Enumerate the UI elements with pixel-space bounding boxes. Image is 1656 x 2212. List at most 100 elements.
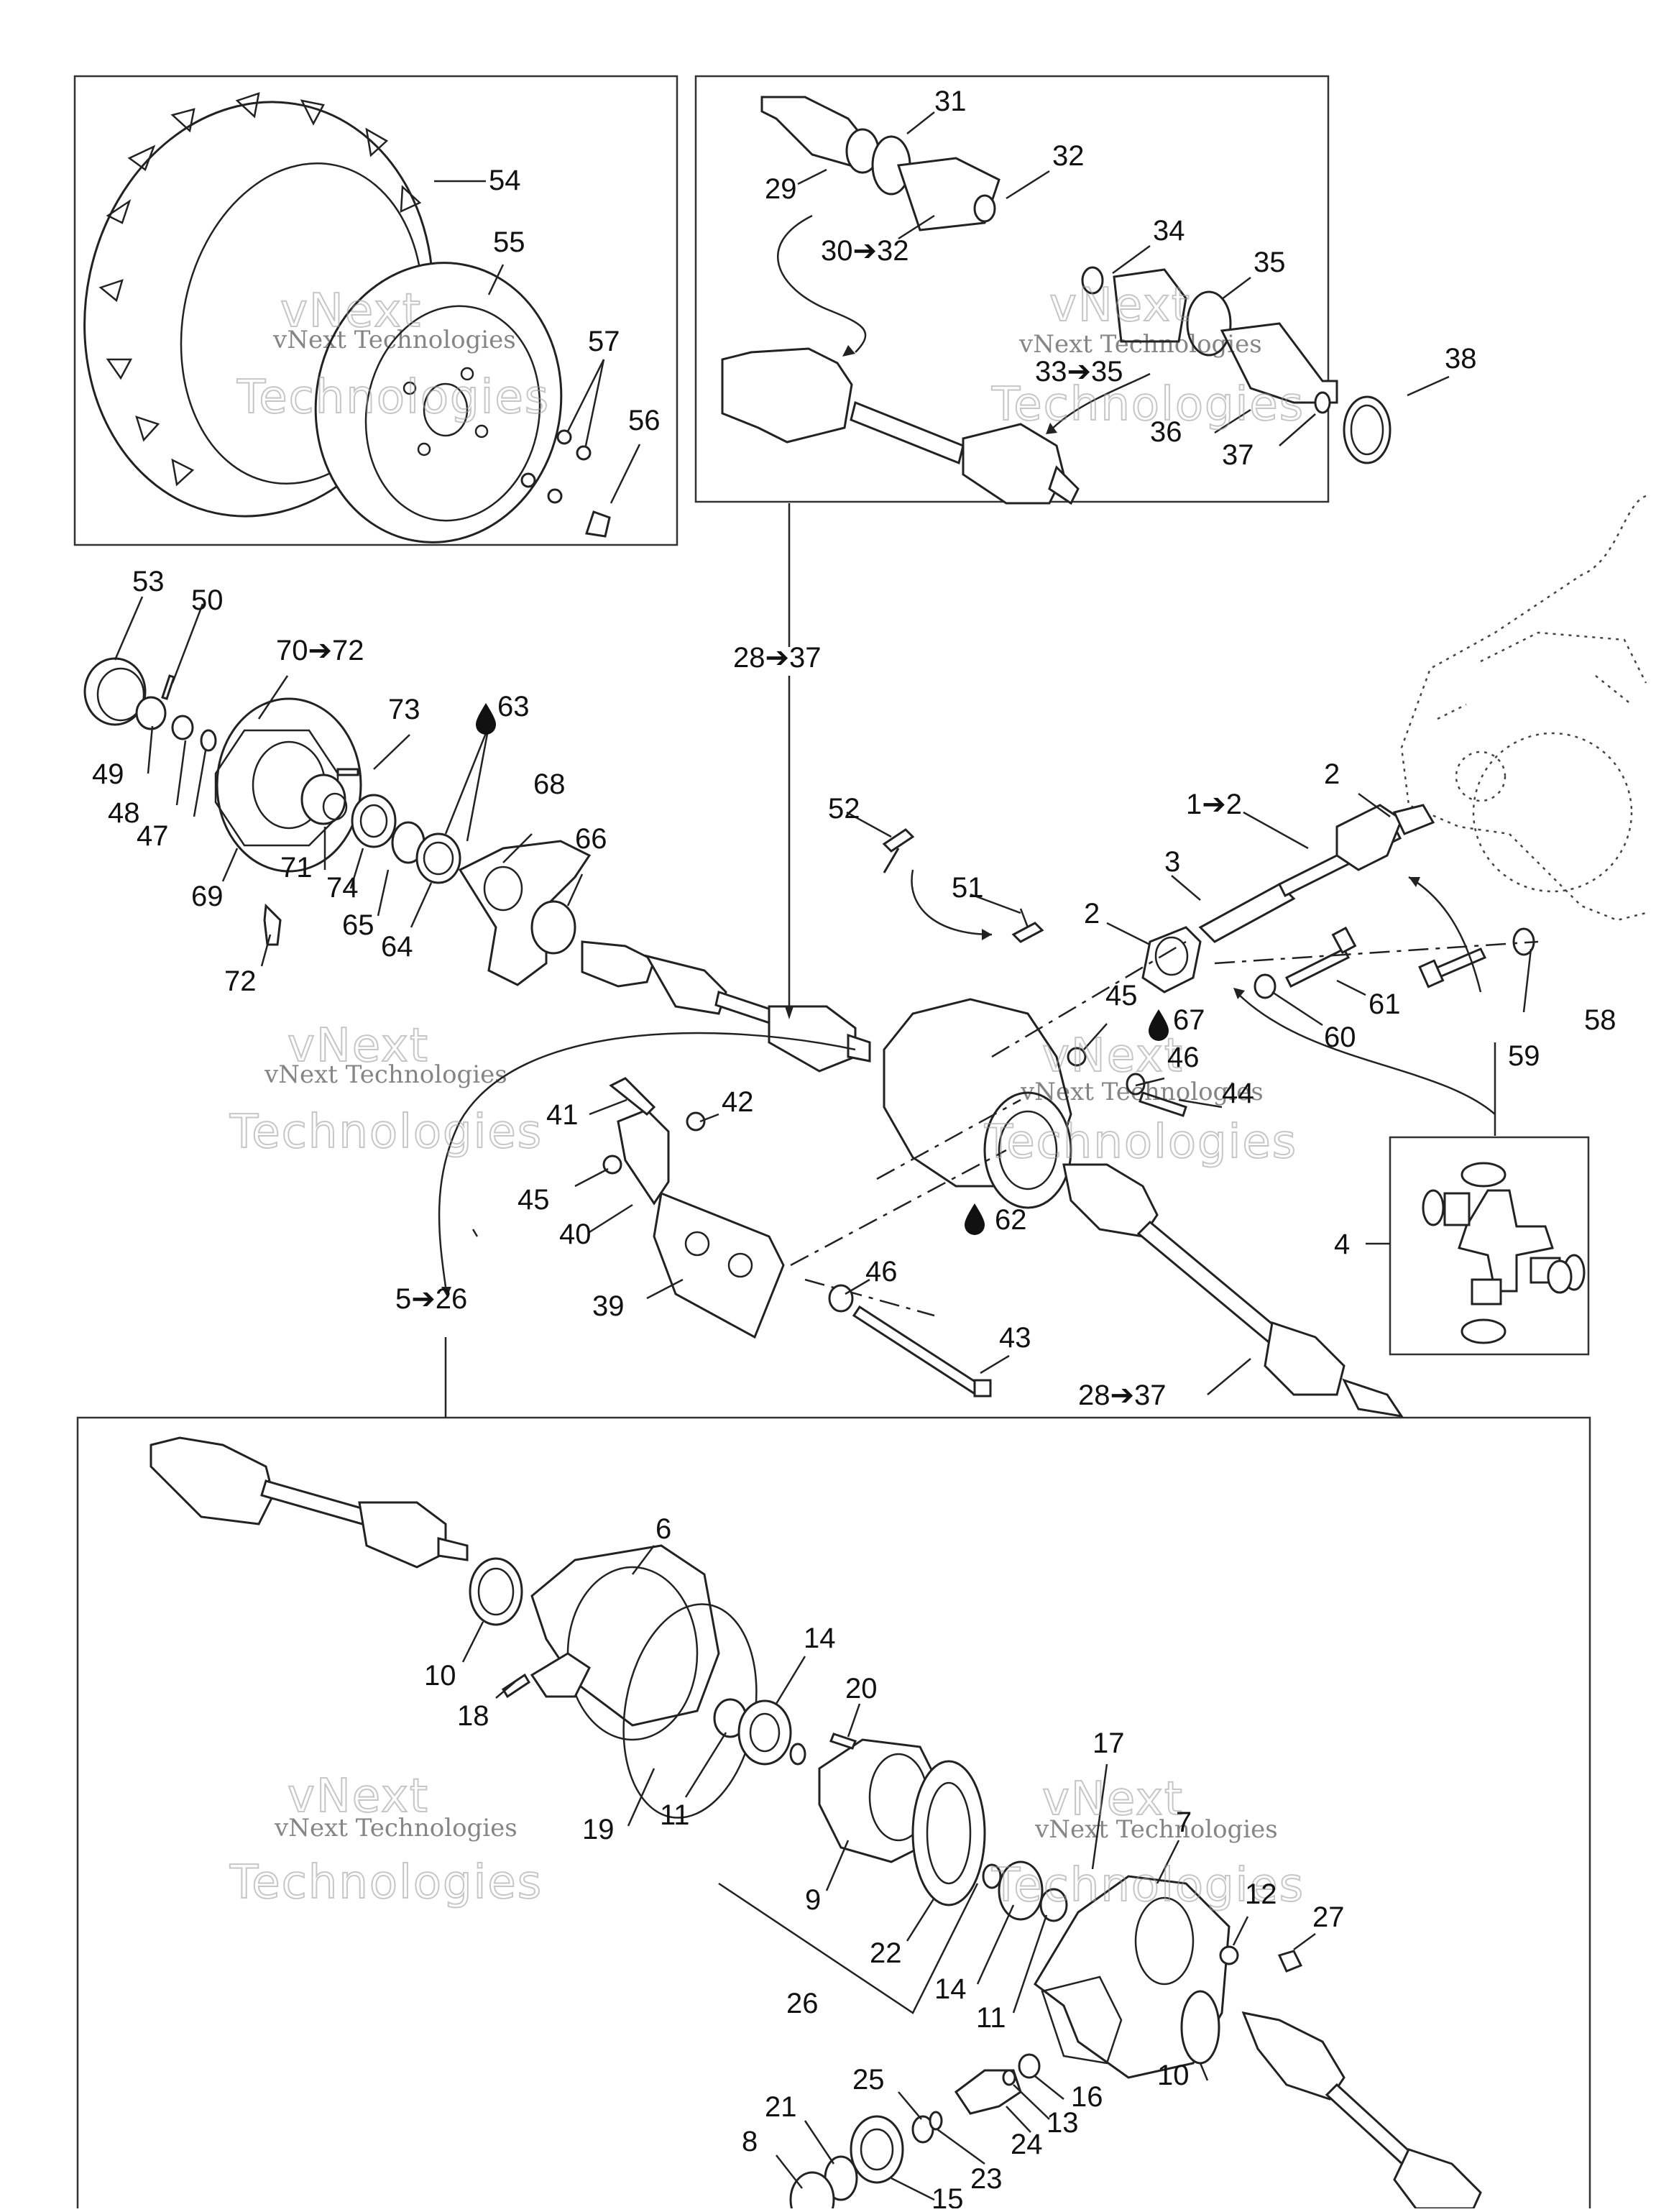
watermark-line3-e: Technologies: [229, 1856, 543, 1909]
callout-labels: 54 55 57 56 31 29 32 30➔32 34 35 33➔35 3…: [92, 86, 1616, 2212]
callout-49: 49: [92, 758, 124, 790]
cv-joint-outer: [760, 96, 880, 174]
callout-26: 26: [786, 1988, 819, 2019]
nut-16: [1018, 2053, 1041, 2079]
axle-shaft-bottom: [150, 1436, 469, 1569]
callout-6: 6: [656, 1513, 671, 1545]
callout-15: 15: [932, 2183, 964, 2208]
callout-72: 72: [224, 965, 257, 997]
axle-shaft-right: [1062, 1163, 1404, 1418]
callout-45-top: 45: [1105, 980, 1138, 1011]
washer-46-bottom: [828, 1284, 854, 1313]
callout-66: 66: [575, 823, 607, 855]
oil-seal-38: [1343, 395, 1392, 464]
shim: [789, 1743, 806, 1766]
callout-30-32: 30➔32: [821, 235, 909, 267]
watermark-line2-e: vNext: [288, 1770, 429, 1823]
watermark-line1-f: vNext Technologies: [1034, 1815, 1278, 1844]
callout-47: 47: [137, 820, 169, 852]
cv-joint-inner: [1220, 322, 1338, 404]
callout-13: 13: [1046, 2107, 1079, 2139]
callout-31: 31: [934, 86, 967, 117]
watermark-line2-b: vNext: [1049, 279, 1191, 332]
oil-drop-icon: [1149, 1009, 1169, 1041]
watermark-line3-b: Technologies: [991, 378, 1305, 431]
callout-34: 34: [1153, 215, 1185, 247]
cv-clamp-35: [1186, 290, 1232, 357]
callout-27: 27: [1312, 1901, 1345, 1933]
bolt-41: [609, 1077, 656, 1116]
bearing-15: [850, 2115, 904, 2184]
callout-44: 44: [1222, 1078, 1254, 1109]
callout-42: 42: [722, 1086, 754, 1118]
axle-shaft-left: [581, 940, 871, 1073]
screw-20: [829, 1733, 857, 1750]
callout-24: 24: [1011, 2129, 1043, 2160]
watermark-line3: Technologies: [236, 371, 550, 424]
watermark-line3-f: Technologies: [991, 1859, 1305, 1912]
callout-2-mid: 2: [1084, 898, 1100, 930]
long-bolt-43: [852, 1305, 992, 1398]
callout-36: 36: [1150, 416, 1182, 448]
bearing-14-left: [737, 1699, 792, 1766]
hose-clamp-52: [882, 828, 915, 873]
callout-9: 9: [805, 1884, 821, 1916]
watermark-line1-c: vNext Technologies: [264, 1060, 507, 1089]
callout-18: 18: [457, 1700, 489, 1732]
washer-13: [1002, 2069, 1016, 2086]
callout-54: 54: [489, 165, 521, 196]
callout-28-37-bottom: 28➔37: [1078, 1380, 1167, 1411]
callout-10-left: 10: [424, 1660, 456, 1692]
callout-59: 59: [1508, 1040, 1540, 1072]
watermark-line1: vNext Technologies: [272, 326, 516, 354]
cv-clamp-34: [1081, 266, 1104, 295]
callout-2-top: 2: [1324, 758, 1340, 790]
watermark-line3-d: Technologies: [984, 1116, 1297, 1169]
cv-boot-inner: [1113, 268, 1187, 343]
callout-67: 67: [1173, 1004, 1205, 1036]
oil-seal-10-right: [1180, 1990, 1220, 2065]
oil-drop-icon: [476, 703, 496, 735]
callout-35: 35: [1254, 247, 1286, 278]
bolt-12: [1219, 1945, 1239, 1965]
screw-18: [501, 1673, 531, 1699]
callout-62: 62: [995, 1204, 1027, 1236]
callout-12: 12: [1245, 1878, 1277, 1910]
callout-53: 53: [132, 566, 165, 597]
vent-plug-27: [1277, 1950, 1303, 1973]
wheel-hub: [300, 774, 348, 825]
callout-8: 8: [742, 2126, 758, 2157]
callout-57: 57: [588, 326, 620, 357]
nut-45-top: [1067, 1047, 1087, 1067]
shim-23: [929, 2111, 943, 2131]
bearing-11-right: [1039, 1888, 1068, 1922]
watermark-line2-f: vNext: [1042, 1773, 1184, 1826]
callout-4: 4: [1334, 1229, 1350, 1260]
callout-17: 17: [1092, 1727, 1125, 1759]
callout-69: 69: [191, 881, 224, 912]
wheel-nuts: [520, 429, 592, 504]
mount-plate-39: [653, 1191, 785, 1339]
axle-shaft-bottom-right: [1241, 2011, 1482, 2210]
watermark-line3-c: Technologies: [229, 1106, 543, 1159]
callout-73: 73: [388, 694, 420, 725]
watermark-line2: vNext: [280, 285, 422, 338]
callout-25: 25: [852, 2064, 885, 2096]
washer-60: [1254, 973, 1276, 999]
ring-gear-22: [911, 1760, 986, 1906]
differential-frame: [76, 1416, 1591, 2208]
needle-bearing-caps: [1422, 1162, 1586, 1344]
callout-64: 64: [381, 931, 413, 963]
callout-61: 61: [1368, 988, 1401, 1020]
wheel-stud: [585, 510, 611, 538]
callout-39: 39: [592, 1290, 625, 1322]
callout-52: 52: [828, 793, 860, 825]
cotter-pin: [161, 674, 175, 700]
rim: [314, 262, 563, 543]
bearing-74: [351, 794, 397, 848]
cv-clamp-small: [973, 194, 996, 223]
callout-74: 74: [326, 872, 359, 904]
differential-cover-6: [530, 1544, 720, 1741]
callout-20: 20: [845, 1673, 878, 1704]
callout-19: 19: [582, 1814, 615, 1845]
